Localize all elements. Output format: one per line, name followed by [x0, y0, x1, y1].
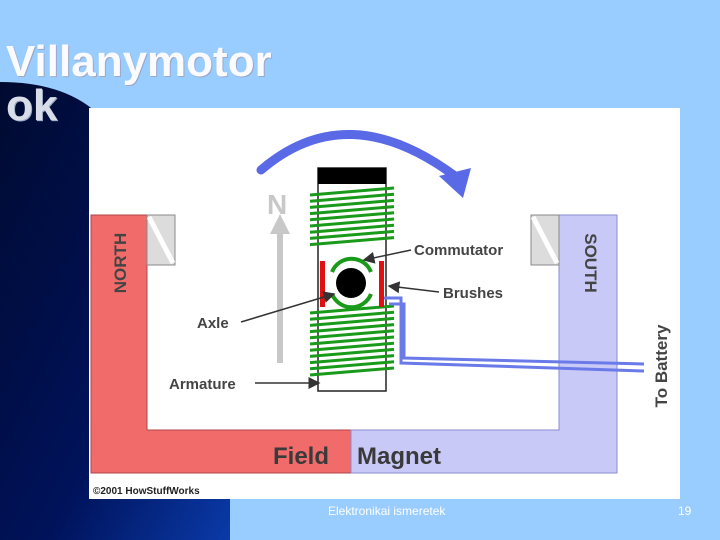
commutator-leader — [362, 249, 412, 264]
coil-winding — [309, 186, 395, 197]
north-label: NORTH — [111, 233, 130, 293]
page-number: 19 — [678, 504, 692, 518]
north-pole-cap — [146, 214, 176, 266]
coil-winding — [309, 192, 395, 203]
coil-winding — [309, 229, 395, 240]
navy-corner-shape — [0, 82, 230, 540]
armature-top-block — [318, 168, 386, 184]
north-arrow-icon — [270, 214, 290, 363]
axle-label: Axle — [197, 315, 229, 332]
coil-winding — [309, 236, 395, 247]
armature-label: Armature — [169, 376, 236, 393]
commutator-label: Commutator — [414, 242, 503, 259]
coil-winding — [309, 323, 395, 334]
south-pole-cap — [530, 214, 560, 266]
coil-upper — [309, 186, 395, 247]
coil-winding — [309, 304, 395, 315]
n-label: N — [267, 189, 287, 220]
south-pole-magnet — [350, 214, 618, 474]
brush-left — [320, 261, 325, 307]
magnet-label: Magnet — [357, 443, 441, 470]
footer-text: Elektronikai ismeretek — [328, 504, 446, 518]
coil-winding — [309, 360, 395, 371]
coil-winding — [309, 335, 395, 346]
copyright-label: ©2001 HowStuffWorks — [93, 486, 200, 497]
coil-winding — [309, 211, 395, 222]
coil-winding — [309, 310, 395, 321]
coil-winding — [309, 223, 395, 234]
battery-wires — [384, 296, 645, 373]
coil-winding — [309, 217, 395, 228]
coil-winding — [309, 329, 395, 340]
motor-diagram: NORTH SOUTH N Commutator Brushes Axle Ar… — [90, 130, 671, 497]
coil-winding — [309, 316, 395, 327]
brushes-label: Brushes — [443, 285, 503, 302]
axle — [336, 268, 366, 298]
coil-winding — [309, 198, 395, 209]
rotation-arrow-icon — [256, 130, 471, 198]
coil-winding — [309, 354, 395, 365]
slide-title: Villanymotor ok — [6, 40, 272, 128]
coil-lower — [309, 304, 395, 377]
axle-leader — [240, 291, 336, 323]
title-line-2: ok — [6, 81, 58, 130]
battery-label: To Battery — [652, 324, 671, 407]
brushes-leader — [387, 281, 440, 294]
field-label: Field — [273, 443, 329, 470]
coil-winding — [309, 347, 395, 358]
coil-winding — [309, 366, 395, 377]
south-label: SOUTH — [581, 233, 600, 293]
motor-diagram-panel: NORTH SOUTH N Commutator Brushes Axle Ar… — [89, 108, 680, 499]
coil-winding — [309, 341, 395, 352]
coil-winding — [309, 205, 395, 216]
brush-right — [379, 261, 384, 307]
title-line-1: Villanymotor — [6, 37, 272, 86]
